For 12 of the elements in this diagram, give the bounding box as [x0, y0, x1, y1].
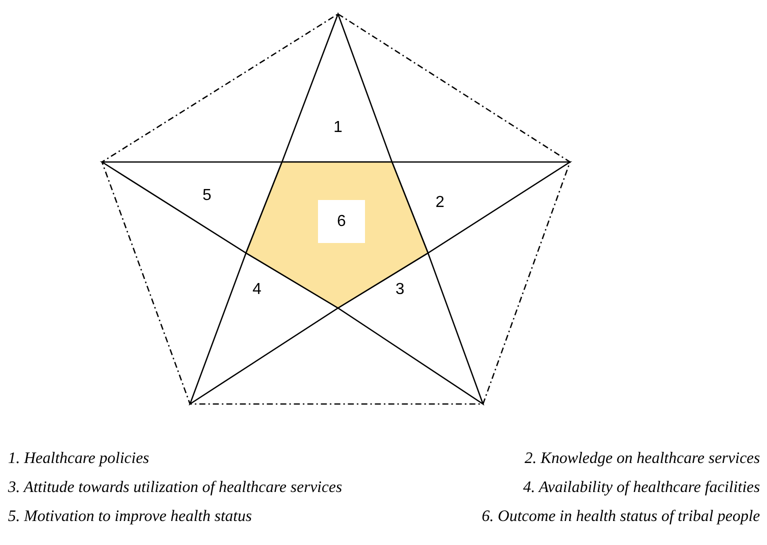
region-number: 5	[202, 187, 212, 205]
legend-text: 4. Availability of healthcare facilities	[523, 479, 760, 497]
region-number: 4	[252, 281, 262, 299]
legend-text: 1. Healthcare policies	[8, 450, 150, 468]
legend-text: 5. Motivation to improve health status	[8, 508, 253, 526]
legend-text: 6. Outcome in health status of tribal people	[482, 508, 760, 526]
region-number: 2	[436, 194, 444, 212]
region-number: 3	[396, 281, 404, 299]
region-number: 6	[318, 200, 365, 243]
legend-text: 3. Attitude towards utilization of healthcare services	[8, 479, 344, 497]
region-number: 1	[334, 119, 342, 137]
legend-text: 2. Knowledge on healthcare services	[524, 450, 760, 468]
